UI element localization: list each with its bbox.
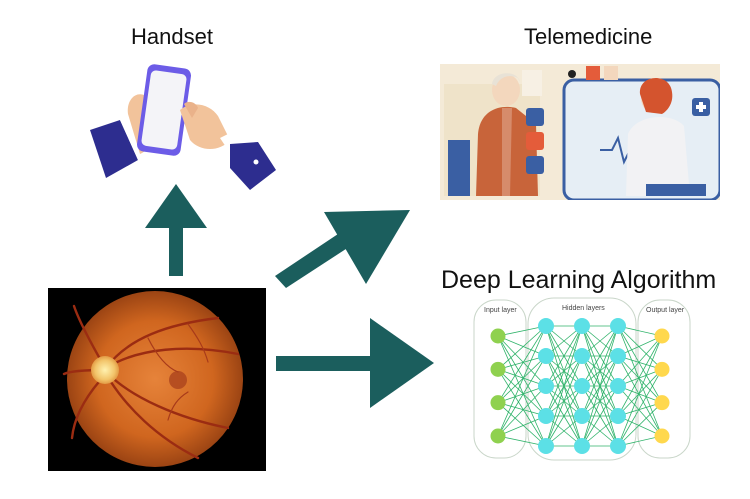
network-edge bbox=[497, 385, 547, 437]
network-edge bbox=[617, 325, 663, 403]
hands-holding-phone-icon bbox=[90, 64, 276, 190]
input-node bbox=[490, 328, 506, 344]
network-edge bbox=[617, 402, 663, 447]
network-edge bbox=[497, 335, 547, 357]
input-node bbox=[490, 395, 506, 411]
network-edge bbox=[497, 385, 547, 404]
hidden-node bbox=[538, 408, 554, 424]
network-edge bbox=[497, 435, 547, 447]
network-edge bbox=[545, 355, 583, 447]
arrow-to-telemedicine bbox=[275, 210, 410, 288]
hidden-node bbox=[610, 318, 626, 334]
network-edge bbox=[581, 325, 619, 447]
network-edge bbox=[545, 385, 583, 447]
hidden-node bbox=[610, 378, 626, 394]
network-edge bbox=[617, 325, 663, 437]
arrow-to-handset bbox=[145, 184, 207, 276]
network-edge bbox=[581, 355, 619, 447]
network-edge bbox=[617, 385, 663, 437]
hidden-node bbox=[538, 438, 554, 454]
network-edge bbox=[581, 325, 619, 387]
telemedicine-label: Telemedicine bbox=[524, 24, 653, 49]
hidden-node bbox=[538, 348, 554, 364]
network-edge bbox=[497, 335, 547, 387]
network-edge bbox=[497, 335, 547, 417]
fundus-photograph bbox=[48, 288, 266, 471]
output-node bbox=[654, 428, 670, 444]
network-edge bbox=[617, 335, 663, 447]
output-layer-label: Output layer bbox=[646, 307, 685, 314]
input-layer-label: Input layer bbox=[484, 307, 517, 314]
neural-network-diagram: Input layer Hidden layers Output layer bbox=[473, 297, 691, 461]
hidden-node bbox=[538, 318, 554, 334]
hidden-node bbox=[610, 348, 626, 364]
network-edge bbox=[581, 385, 619, 447]
network-edge bbox=[617, 355, 663, 437]
output-node bbox=[654, 395, 670, 411]
network-edge bbox=[497, 325, 547, 370]
network-edge bbox=[497, 369, 547, 417]
video-consultation-icon bbox=[440, 64, 720, 200]
network-edge bbox=[617, 335, 663, 387]
network-edge bbox=[617, 335, 663, 357]
network-edge bbox=[617, 415, 663, 437]
output-node bbox=[654, 328, 670, 344]
network-edge bbox=[617, 325, 663, 370]
network-edge bbox=[497, 355, 547, 437]
network-edge bbox=[497, 402, 547, 447]
network-edge bbox=[497, 335, 547, 447]
input-node bbox=[490, 428, 506, 444]
hidden-node bbox=[574, 408, 590, 424]
deep-learning-label: Deep Learning Algorithm bbox=[441, 266, 717, 294]
hidden-node bbox=[574, 438, 590, 454]
input-node bbox=[490, 361, 506, 377]
network-edge bbox=[617, 369, 663, 447]
network-edge bbox=[581, 325, 619, 417]
network-edge bbox=[545, 325, 583, 417]
handset-label: Handset bbox=[131, 24, 213, 49]
network-edge bbox=[497, 325, 547, 403]
network-edge bbox=[545, 325, 583, 447]
hidden-node bbox=[610, 438, 626, 454]
network-edge bbox=[497, 369, 547, 447]
hidden-node bbox=[574, 318, 590, 334]
network-edge bbox=[545, 325, 583, 387]
network-edge bbox=[617, 369, 663, 417]
hidden-node bbox=[610, 408, 626, 424]
output-node bbox=[654, 361, 670, 377]
hidden-layers-label: Hidden layers bbox=[562, 305, 605, 312]
hidden-node bbox=[574, 348, 590, 364]
network-edge bbox=[497, 415, 547, 437]
network-edge bbox=[497, 325, 547, 437]
network-edge bbox=[497, 368, 547, 387]
hidden-node bbox=[574, 378, 590, 394]
network-edge bbox=[617, 355, 663, 403]
hidden-node bbox=[538, 378, 554, 394]
network-edge bbox=[497, 325, 547, 337]
network-edge bbox=[497, 355, 547, 403]
network-edge bbox=[617, 335, 663, 417]
network-edge bbox=[497, 402, 547, 417]
arrow-to-deep-learning bbox=[276, 318, 434, 408]
network-edge bbox=[497, 355, 547, 370]
